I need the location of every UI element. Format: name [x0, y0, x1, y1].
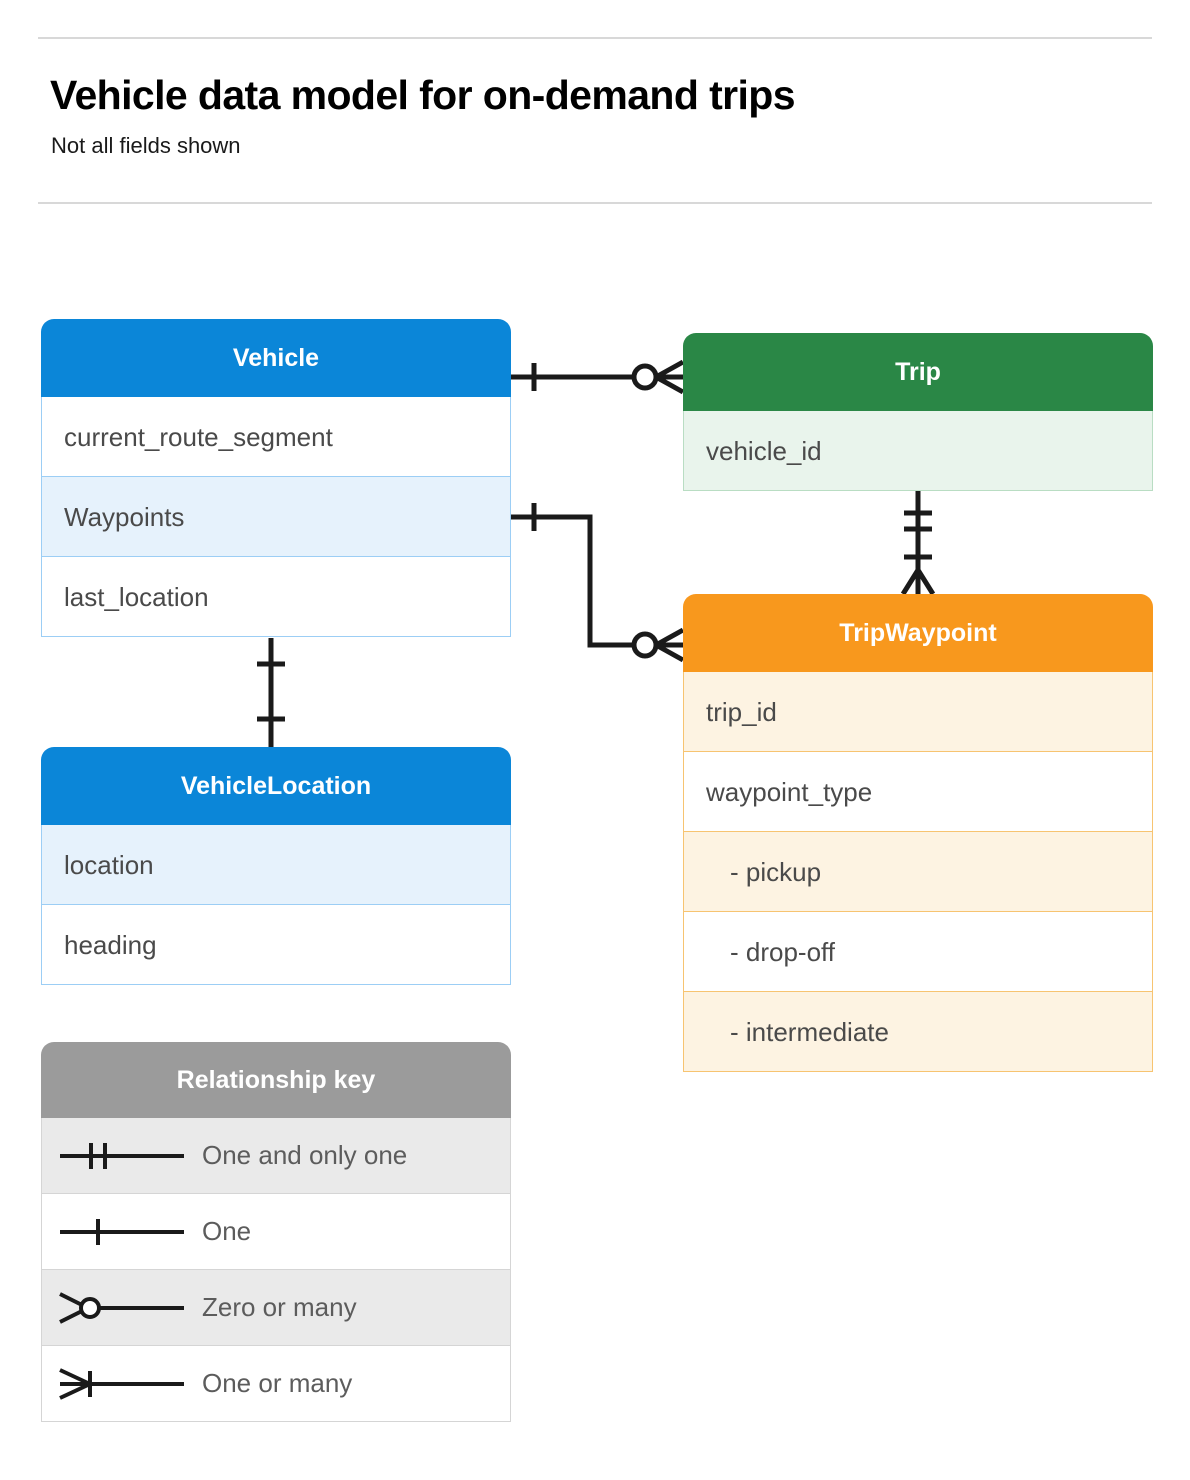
relationship-key-legend: Relationship key One and only one One — [41, 1042, 511, 1422]
legend-label-one-and-only-one: One and only one — [202, 1140, 408, 1170]
entity-vehicle-field-last-location[interactable]: last_location — [41, 557, 511, 637]
header-divider-top — [38, 37, 1152, 39]
entity-tripwaypoint-value-drop-off[interactable]: - drop-off — [683, 912, 1153, 992]
legend-label-one-or-many: One or many — [202, 1368, 353, 1398]
connector-waypoints-tripwaypoint — [511, 503, 685, 663]
entity-tripwaypoint-title: TripWaypoint — [683, 594, 1153, 672]
connector-vehicle-vehiclelocation — [257, 638, 285, 747]
entity-trip[interactable]: Trip vehicle_id — [683, 333, 1153, 491]
entity-tripwaypoint-field-trip-id[interactable]: trip_id — [683, 672, 1153, 752]
legend-label-zero-or-many: Zero or many — [202, 1292, 357, 1322]
header-divider-bottom — [38, 202, 1152, 204]
entity-vehicle-field-waypoints[interactable]: Waypoints — [41, 477, 511, 557]
legend-row-one-and-only-one: One and only one — [41, 1118, 511, 1194]
entity-vehiclelocation-field-heading[interactable]: heading — [41, 905, 511, 985]
entity-tripwaypoint-value-intermediate[interactable]: - intermediate — [683, 992, 1153, 1072]
entity-vehicle[interactable]: Vehicle current_route_segment Waypoints … — [41, 319, 511, 637]
legend-row-one-or-many: One or many — [41, 1346, 511, 1422]
connector-trip-tripwaypoint — [900, 490, 936, 596]
entity-tripwaypoint[interactable]: TripWaypoint trip_id waypoint_type - pic… — [683, 594, 1153, 1072]
entity-vehicle-title: Vehicle — [41, 319, 511, 397]
one-or-many-icon — [42, 1364, 202, 1404]
legend-row-one: One — [41, 1194, 511, 1270]
connector-vehicle-trip — [511, 359, 685, 395]
legend-label-one: One — [202, 1216, 252, 1246]
relationship-key-title: Relationship key — [41, 1042, 511, 1118]
legend-row-zero-or-many: Zero or many — [41, 1270, 511, 1346]
entity-tripwaypoint-field-waypoint-type[interactable]: waypoint_type — [683, 752, 1153, 832]
entity-tripwaypoint-value-pickup[interactable]: - pickup — [683, 832, 1153, 912]
entity-vehiclelocation-field-location[interactable]: location — [41, 825, 511, 905]
entity-trip-field-vehicle-id[interactable]: vehicle_id — [683, 411, 1153, 491]
entity-vehiclelocation[interactable]: VehicleLocation location heading — [41, 747, 511, 985]
one-and-only-one-icon — [42, 1136, 202, 1176]
one-icon — [42, 1212, 202, 1252]
zero-or-many-icon — [42, 1288, 202, 1328]
entity-trip-title: Trip — [683, 333, 1153, 411]
entity-vehiclelocation-title: VehicleLocation — [41, 747, 511, 825]
entity-vehicle-field-current-route-segment[interactable]: current_route_segment — [41, 397, 511, 477]
page-subtitle: Not all fields shown — [51, 133, 241, 158]
page-title: Vehicle data model for on-demand trips — [50, 72, 796, 118]
